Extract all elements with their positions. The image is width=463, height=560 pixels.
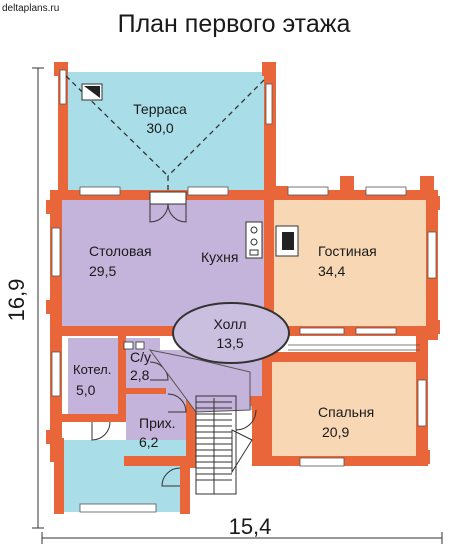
living-fireplace-icon (275, 225, 299, 257)
room-kitchen-name: Кухня (201, 249, 238, 265)
fireplace-icon (81, 83, 103, 101)
room-boiler-name: Котел. (73, 362, 111, 377)
dimension-width: 15,4 (229, 514, 272, 539)
room-labels: Терраса 30,0 Столовая 29,5 Кухня Гостина… (73, 101, 377, 450)
room-terrace-name: Терраса (133, 101, 187, 117)
doors (91, 191, 257, 487)
room-dining-name: Столовая (89, 243, 152, 259)
plan-title: План первого этажа (118, 10, 351, 38)
stairs (196, 398, 253, 494)
toilet-icon (123, 341, 145, 350)
interior-openings (288, 344, 420, 351)
dimension-lines (32, 67, 443, 544)
room-entry-name: Прих. (139, 415, 176, 431)
room-living-name: Гостиная (318, 243, 377, 259)
wall-pilasters (46, 62, 440, 464)
room-wc-name: С/у (130, 349, 151, 365)
watermark: deltaplans.ru (2, 3, 59, 14)
room-hall-area: 13,5 (216, 335, 243, 351)
room-living-fill (272, 198, 432, 330)
room-living-area: 34,4 (318, 263, 345, 279)
terrace-roof-lines (65, 75, 265, 190)
room-bedroom-area: 20,9 (322, 424, 349, 440)
room-boiler-fill (68, 338, 120, 416)
room-wc-area: 2,8 (130, 367, 150, 383)
room-dining-area: 29,5 (89, 263, 116, 279)
room-bedroom-fill (270, 360, 422, 460)
stove-icon (245, 221, 263, 259)
dimension-height: 16,9 (4, 279, 29, 322)
room-hall-name: Холл (214, 316, 247, 332)
stairs-well (195, 395, 237, 495)
room-hall-fill (172, 302, 290, 364)
porch-fill (60, 440, 186, 512)
room-terrace-area: 30,0 (146, 120, 173, 136)
room-bedroom-name: Спальня (318, 404, 374, 420)
room-boiler-area: 5,0 (76, 382, 96, 398)
windows (51, 69, 437, 513)
room-entry-area: 6,2 (139, 434, 159, 450)
